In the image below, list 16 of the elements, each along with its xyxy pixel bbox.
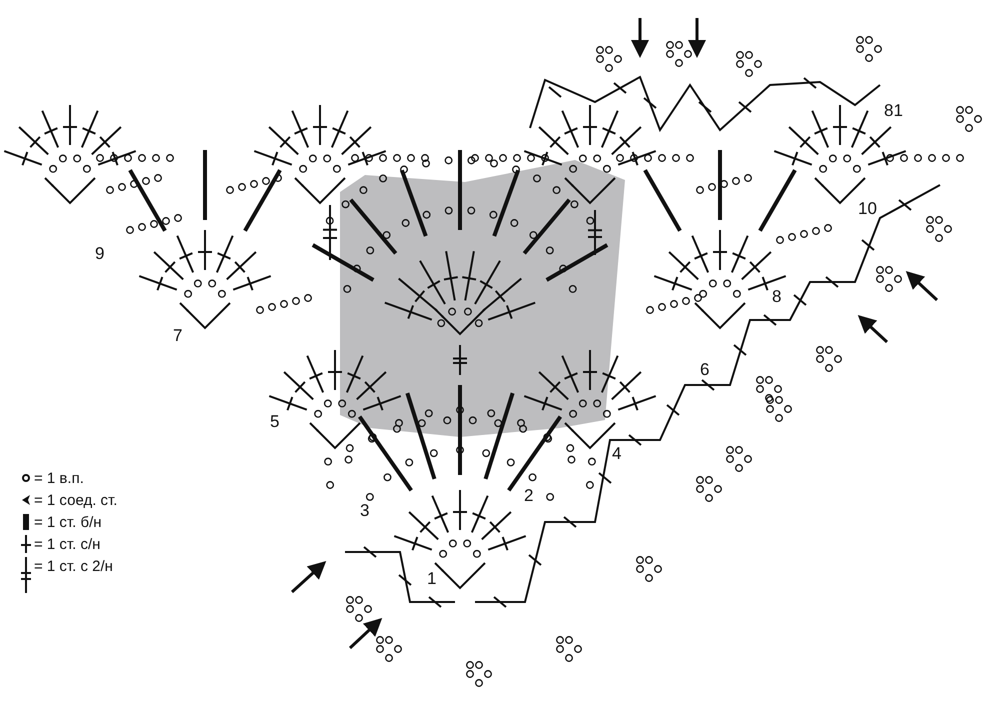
row-number: 2 — [524, 487, 534, 505]
legend-text: = 1 в.п. — [34, 470, 84, 487]
legend-text: = 1 ст. с 2/н — [34, 558, 113, 575]
row-number: 8 — [772, 288, 782, 306]
row-number: 7 — [173, 327, 182, 345]
row-number: 9 — [95, 245, 104, 263]
row-number: 1 — [427, 570, 436, 588]
row-number: 10 — [858, 200, 877, 218]
legend-text: = 1 ст. с/н — [34, 536, 100, 553]
row-number: 4 — [612, 445, 622, 463]
row-number: 5 — [270, 413, 280, 431]
legend-text: = 1 ст. б/н — [34, 514, 102, 531]
row-number: 3 — [360, 502, 370, 520]
row-number: 6 — [700, 361, 710, 379]
row-number: 81 — [884, 102, 903, 120]
legend-text: = 1 соед. ст. — [34, 492, 118, 509]
